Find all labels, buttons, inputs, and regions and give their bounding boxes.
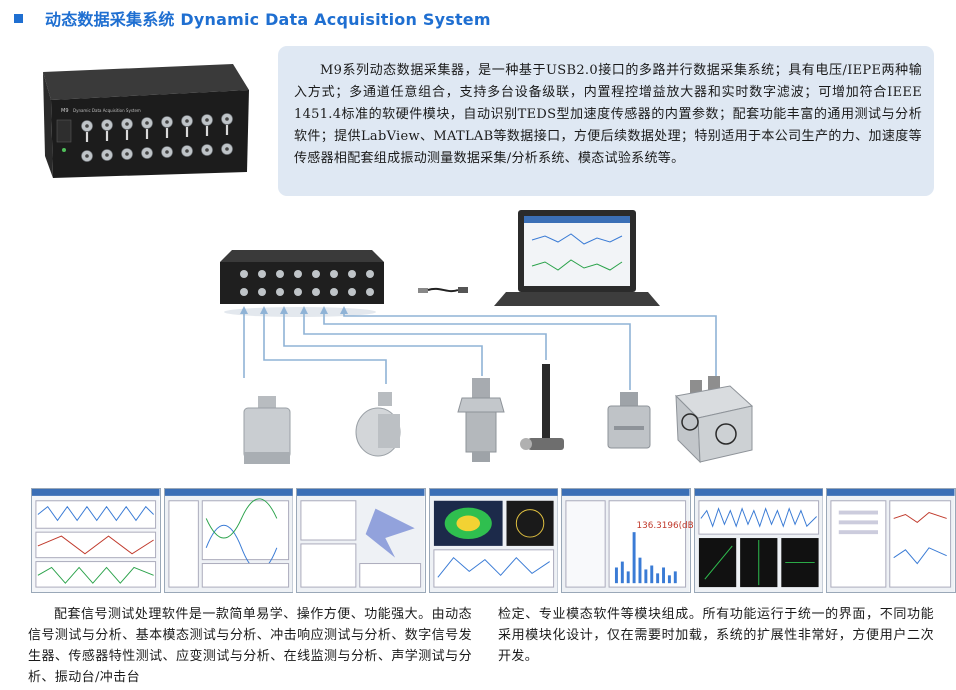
accelerometer-sensor-3 xyxy=(607,392,651,449)
device-label: M9 xyxy=(61,108,69,114)
daq-device-small xyxy=(220,250,384,317)
intro-box: M9系列动态数据采集器，是一种基于USB2.0接口的多路并行数据采集系统；具有电… xyxy=(278,46,934,196)
triaxial-accelerometer xyxy=(674,376,754,464)
software-screenshot-3 xyxy=(296,488,426,593)
software-screenshots: 136.3196(dB) xyxy=(31,488,956,593)
pressure-sensor xyxy=(457,378,505,462)
software-description-right: 检定、专业模态软件等模块组成。所有功能运行于统一的界面，不同功能采用模块化设计，… xyxy=(498,607,934,664)
db-readout: 136.3196(dB) xyxy=(637,521,698,531)
intro-text: M9系列动态数据采集器，是一种基于USB2.0接口的多路并行数据采集系统；具有电… xyxy=(294,63,922,166)
software-screenshot-5: 136.3196(dB) xyxy=(561,488,697,593)
device-panel-text: Dynamic Data Acquisition System xyxy=(73,108,141,113)
bnc-connector-grid xyxy=(81,113,233,162)
accelerometer-sensor-2 xyxy=(355,392,401,457)
system-diagram xyxy=(220,210,754,464)
software-screenshot-2 xyxy=(163,488,294,593)
square-bullet-icon xyxy=(14,13,23,23)
software-screenshot-1 xyxy=(31,488,161,593)
software-screenshot-6 xyxy=(693,488,824,593)
connection-lines xyxy=(243,308,717,390)
software-description-left: 配套信号测试处理软件是一款简单易学、操作方便、功能强大。由动态信号测试与分析、基… xyxy=(28,607,472,685)
accelerometer-sensor-1 xyxy=(243,396,291,464)
impact-hammer xyxy=(520,364,564,450)
daq-device-photo: M9 Dynamic Data Acquisition System xyxy=(43,64,249,178)
header: 动态数据采集系统 Dynamic Data Acquisition System xyxy=(14,6,491,30)
software-screenshot-7 xyxy=(826,488,956,593)
software-screenshot-4 xyxy=(428,488,559,593)
laptop-icon xyxy=(494,210,660,306)
page-title: 动态数据采集系统 Dynamic Data Acquisition System xyxy=(45,10,491,29)
usb-cable-icon xyxy=(418,287,468,293)
